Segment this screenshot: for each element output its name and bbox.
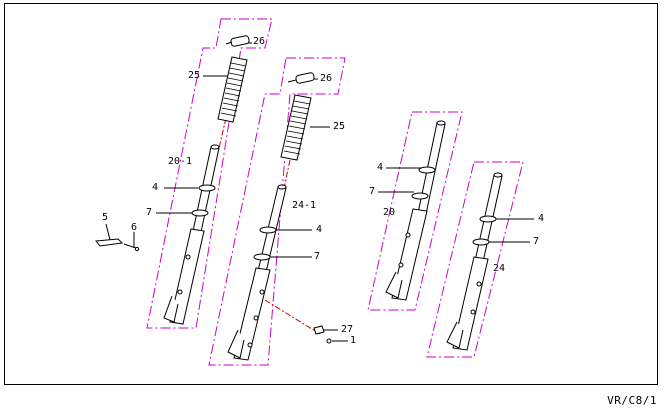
callout-4-left: 4 <box>152 182 159 193</box>
fork-assembly-20 <box>385 120 446 301</box>
callout-6: 6 <box>131 222 138 233</box>
sheet-code: VR/C8/1 <box>607 394 657 407</box>
callout-1: 1 <box>350 335 357 346</box>
fork-assembly-24 <box>446 172 503 351</box>
fork-assembly-20-1 <box>163 35 250 325</box>
callout-4-right-center: 4 <box>377 162 384 173</box>
callout-24: 24 <box>493 263 506 274</box>
callout-20: 20 <box>383 207 396 218</box>
callout-26-center: 26 <box>320 73 333 84</box>
callout-27: 27 <box>341 324 354 335</box>
callout-4-right: 4 <box>538 213 545 224</box>
group-boundaries <box>146 18 524 366</box>
boundary-fork-20 <box>367 111 463 311</box>
boundary-fork-20-1 <box>146 18 273 329</box>
callout-7-right-center: 7 <box>369 186 376 197</box>
fork-assembly-24-1 <box>227 72 332 361</box>
callout-4-center: 4 <box>316 224 323 235</box>
assembly-axes <box>218 117 321 335</box>
callout-24-1: 24-1 <box>292 200 317 211</box>
callout-7-right: 7 <box>533 236 540 247</box>
callout-5: 5 <box>102 212 109 223</box>
loose-parts-5-6 <box>95 238 140 252</box>
boundary-fork-24 <box>426 161 524 358</box>
drawing-frame <box>4 3 658 385</box>
callout-26-left: 26 <box>253 36 266 47</box>
boundary-fork-24-1 <box>208 57 346 366</box>
callout-25-center: 25 <box>333 121 346 132</box>
callout-7-left: 7 <box>146 207 153 218</box>
callout-25-left: 25 <box>188 70 201 81</box>
callout-20-1: 20-1 <box>168 156 193 167</box>
callout-7-center: 7 <box>314 251 321 262</box>
